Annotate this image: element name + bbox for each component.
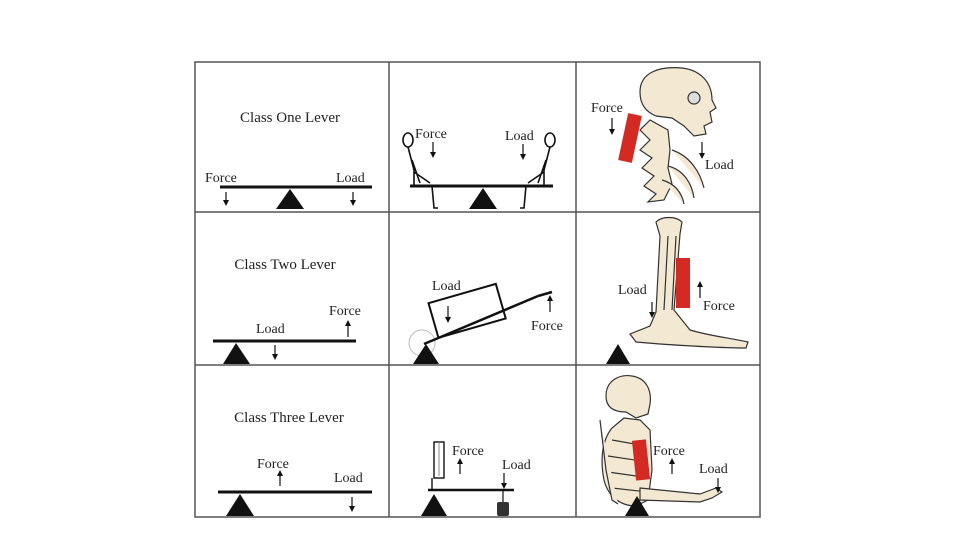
- class-two-force-label: Force: [329, 304, 361, 319]
- class-one-load-label: Load: [336, 171, 365, 186]
- muscle-block: [676, 258, 690, 308]
- class-two-example: Load Force: [408, 279, 563, 364]
- class-one-example: Force Load: [402, 127, 556, 209]
- leg-force-label: Force: [703, 299, 735, 314]
- load-weight: [497, 502, 509, 516]
- skeleton-skull-icon: [639, 67, 717, 205]
- row-class-two: Class Two Lever Load Force Load Force: [213, 216, 749, 364]
- row-class-three: Class Three Lever Force Load Force Load: [218, 375, 728, 516]
- fulcrum-triangle-icon: [469, 188, 497, 209]
- muscle-block: [618, 113, 642, 163]
- class-three-example: Force Load: [421, 441, 531, 516]
- row-class-one: Class One Lever Force Load Force L: [205, 67, 734, 209]
- class-one-body: Force Load: [591, 67, 734, 205]
- neck-load-label: Load: [705, 158, 734, 173]
- fulcrum-triangle-icon: [421, 494, 447, 516]
- class-two-load-label: Load: [256, 322, 285, 337]
- wheelbarrow-load-label: Load: [432, 279, 461, 294]
- wheelbarrow-bin: [427, 282, 507, 340]
- fulcrum-triangle-icon: [625, 496, 649, 516]
- fulcrum-triangle-icon: [606, 344, 630, 364]
- fulcrum-triangle-icon: [223, 343, 250, 364]
- tool-force-label: Force: [452, 444, 484, 459]
- muscle-block: [631, 439, 651, 481]
- fulcrum-triangle-icon: [413, 344, 439, 364]
- arm-load-label: Load: [699, 462, 728, 477]
- class-three-title: Class Three Lever: [234, 410, 344, 426]
- tool-load-label: Load: [502, 458, 531, 473]
- person-figure-left: [402, 132, 438, 209]
- fulcrum-triangle-icon: [276, 189, 304, 209]
- class-two-body: Load Force: [606, 216, 749, 364]
- person-figure-right: [520, 132, 556, 209]
- fulcrum-triangle-icon: [226, 494, 254, 516]
- class-one-simple: Class One Lever Force Load: [205, 110, 372, 209]
- class-two-title: Class Two Lever: [234, 257, 335, 273]
- wheelbarrow-handle: [423, 294, 539, 346]
- leg-load-label: Load: [618, 283, 647, 298]
- class-three-force-label: Force: [257, 457, 289, 472]
- class-three-body: Force Load: [599, 375, 728, 516]
- grid: [194, 61, 761, 518]
- neck-force-label: Force: [591, 101, 623, 116]
- arm-force-label: Force: [653, 444, 685, 459]
- arm-bone-icon: [599, 375, 724, 507]
- class-one-force-label: Force: [205, 171, 237, 186]
- class-two-simple: Class Two Lever Load Force: [213, 257, 361, 364]
- seesaw-force-label: Force: [415, 127, 447, 142]
- class-three-simple: Class Three Lever Force Load: [218, 410, 372, 516]
- leg-bone-icon: [629, 216, 749, 349]
- class-three-load-label: Load: [334, 471, 363, 486]
- wheelbarrow-force-label: Force: [531, 319, 563, 334]
- seesaw-load-label: Load: [505, 129, 534, 144]
- class-one-title: Class One Lever: [240, 110, 340, 126]
